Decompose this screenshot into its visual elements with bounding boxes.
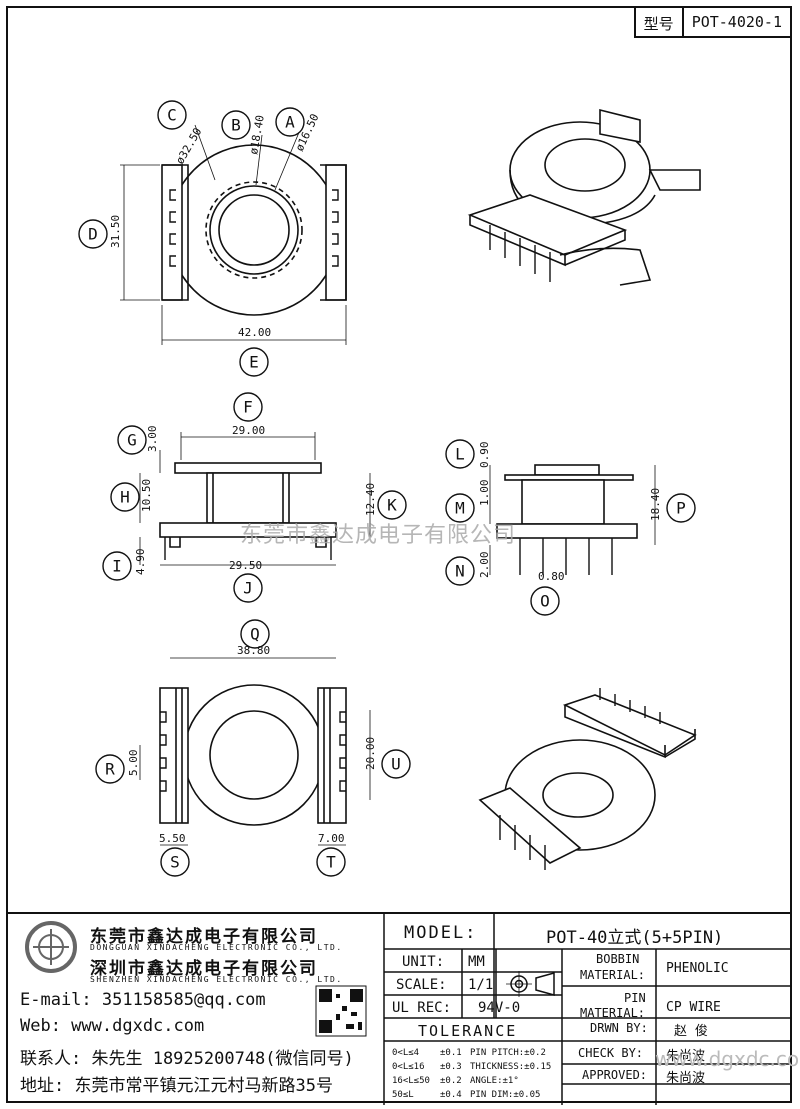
top-view [120, 124, 347, 345]
drwn-label: DRWN BY: [590, 1021, 648, 1035]
balloon-u: U [391, 755, 401, 774]
company-web: Web: www.dgxdc.com [20, 1016, 205, 1036]
dim-t: 7.00 [318, 832, 345, 845]
balloon-p: P [676, 499, 686, 518]
iso-view-bottom [478, 688, 697, 870]
dim-m: 1.00 [478, 480, 491, 507]
bobbin-label-2: MATERIAL: [580, 968, 646, 982]
dim-g: 3.00 [146, 426, 159, 453]
model-label: MODEL: [404, 923, 478, 943]
iso-view-top [467, 108, 701, 286]
pin-label-1: PIN [624, 991, 646, 1005]
dim-u: 20.00 [364, 737, 377, 770]
dim-e: 42.00 [238, 326, 271, 339]
scale-label: SCALE: [396, 977, 447, 993]
qr-code [315, 985, 367, 1037]
dim-s: 5.50 [159, 832, 186, 845]
technical-drawing: C B A D E F G H I J K L M N O P Q R S T … [78, 100, 701, 877]
balloon-s: S [170, 853, 180, 872]
approved-value: 朱尚波 [666, 1071, 706, 1086]
company-email: E-mail: 351158585@qq.com [20, 990, 266, 1010]
pin-value: CP WIRE [666, 1000, 721, 1015]
scale-value: 1/1 [468, 977, 494, 993]
ul-label: UL REC: [392, 1000, 452, 1016]
model-value: POT-40立式(5+5PIN) [546, 928, 724, 948]
balloon-m: M [455, 499, 465, 518]
balloon-k: K [387, 496, 397, 515]
dim-h: 10.50 [140, 479, 153, 512]
company-name-cn-1: 东莞市鑫达成电子有限公司 [90, 927, 318, 947]
company-contact: 联系人: 朱先生 18925200748(微信同号) [20, 1049, 354, 1069]
model-header: 型号 POT-4020-1 [633, 6, 792, 38]
balloon-j: J [243, 579, 253, 598]
watermark: 东莞市鑫达成电子有限公司 [240, 523, 517, 548]
dim-q: 38.80 [237, 644, 270, 657]
balloon-h: H [120, 488, 130, 507]
balloon-a: A [285, 113, 295, 132]
side-view [489, 464, 656, 575]
bobbin-value: PHENOLIC [666, 961, 729, 976]
model-code: POT-4020-1 [681, 8, 790, 36]
balloon-t: T [326, 853, 336, 872]
dim-o: 0.80 [538, 570, 565, 583]
front-view [139, 432, 371, 566]
drwn-value: 赵 俊 [674, 1024, 708, 1039]
unit-label: UNIT: [402, 954, 445, 970]
balloon-e: E [249, 353, 259, 372]
title-block-grid [25, 914, 792, 1105]
company-name-cn-2: 深圳市鑫达成电子有限公司 [90, 959, 318, 979]
tolerance-label: TOLERANCE [418, 1022, 518, 1040]
company-address: 地址: 东莞市常平镇元江元村马新路35号 [20, 1076, 333, 1096]
title-block: 东莞市鑫达成电子有限公司 DONGGUAN XINDACHENG ELECTRO… [6, 912, 792, 1105]
dim-i: 4.90 [134, 549, 147, 576]
check-value: 朱尚波 [666, 1049, 706, 1064]
balloon-g: G [127, 431, 137, 450]
balloon-q: Q [250, 625, 260, 644]
dim-n: 2.00 [478, 552, 491, 579]
dim-c: ø32.50 [173, 126, 204, 167]
dim-f: 29.00 [232, 424, 265, 437]
check-label: CHECK BY: [578, 1046, 644, 1060]
balloon-i: I [112, 557, 122, 576]
company-logo [25, 921, 77, 973]
balloon-b: B [231, 116, 241, 135]
drawing-frame [6, 6, 792, 1103]
bobbin-label-1: BOBBIN [596, 952, 640, 966]
dim-k: 12.40 [364, 483, 377, 516]
approved-label: APPROVED: [582, 1068, 648, 1082]
dim-p: 18.40 [649, 488, 662, 521]
dim-j: 29.50 [229, 559, 262, 572]
balloon-c: C [167, 106, 177, 125]
watermark-url: www.dgxdc.com [655, 1047, 800, 1071]
balloon-o: O [540, 592, 550, 611]
company-name-en-2: SHENZHEN XINDACHENG ELECTRONIC CO., LTD. [90, 975, 343, 984]
balloon-f: F [243, 398, 253, 417]
company-name-en-1: DONGGUAN XINDACHENG ELECTRONIC CO., LTD. [90, 943, 343, 952]
bottom-view [139, 657, 371, 846]
dim-r: 5.00 [127, 750, 140, 777]
balloon-n: N [455, 562, 465, 581]
ul-value: 94V-0 [478, 1000, 521, 1016]
dim-l: 0.90 [478, 442, 491, 469]
unit-value: MM [468, 954, 485, 970]
pin-label-2: MATERIAL: [580, 1006, 646, 1020]
balloon-l: L [455, 445, 465, 464]
balloon-r: R [105, 760, 115, 779]
balloon-d: D [88, 225, 98, 244]
type-label: 型号 [643, 15, 674, 33]
dim-d: 31.50 [109, 215, 122, 248]
